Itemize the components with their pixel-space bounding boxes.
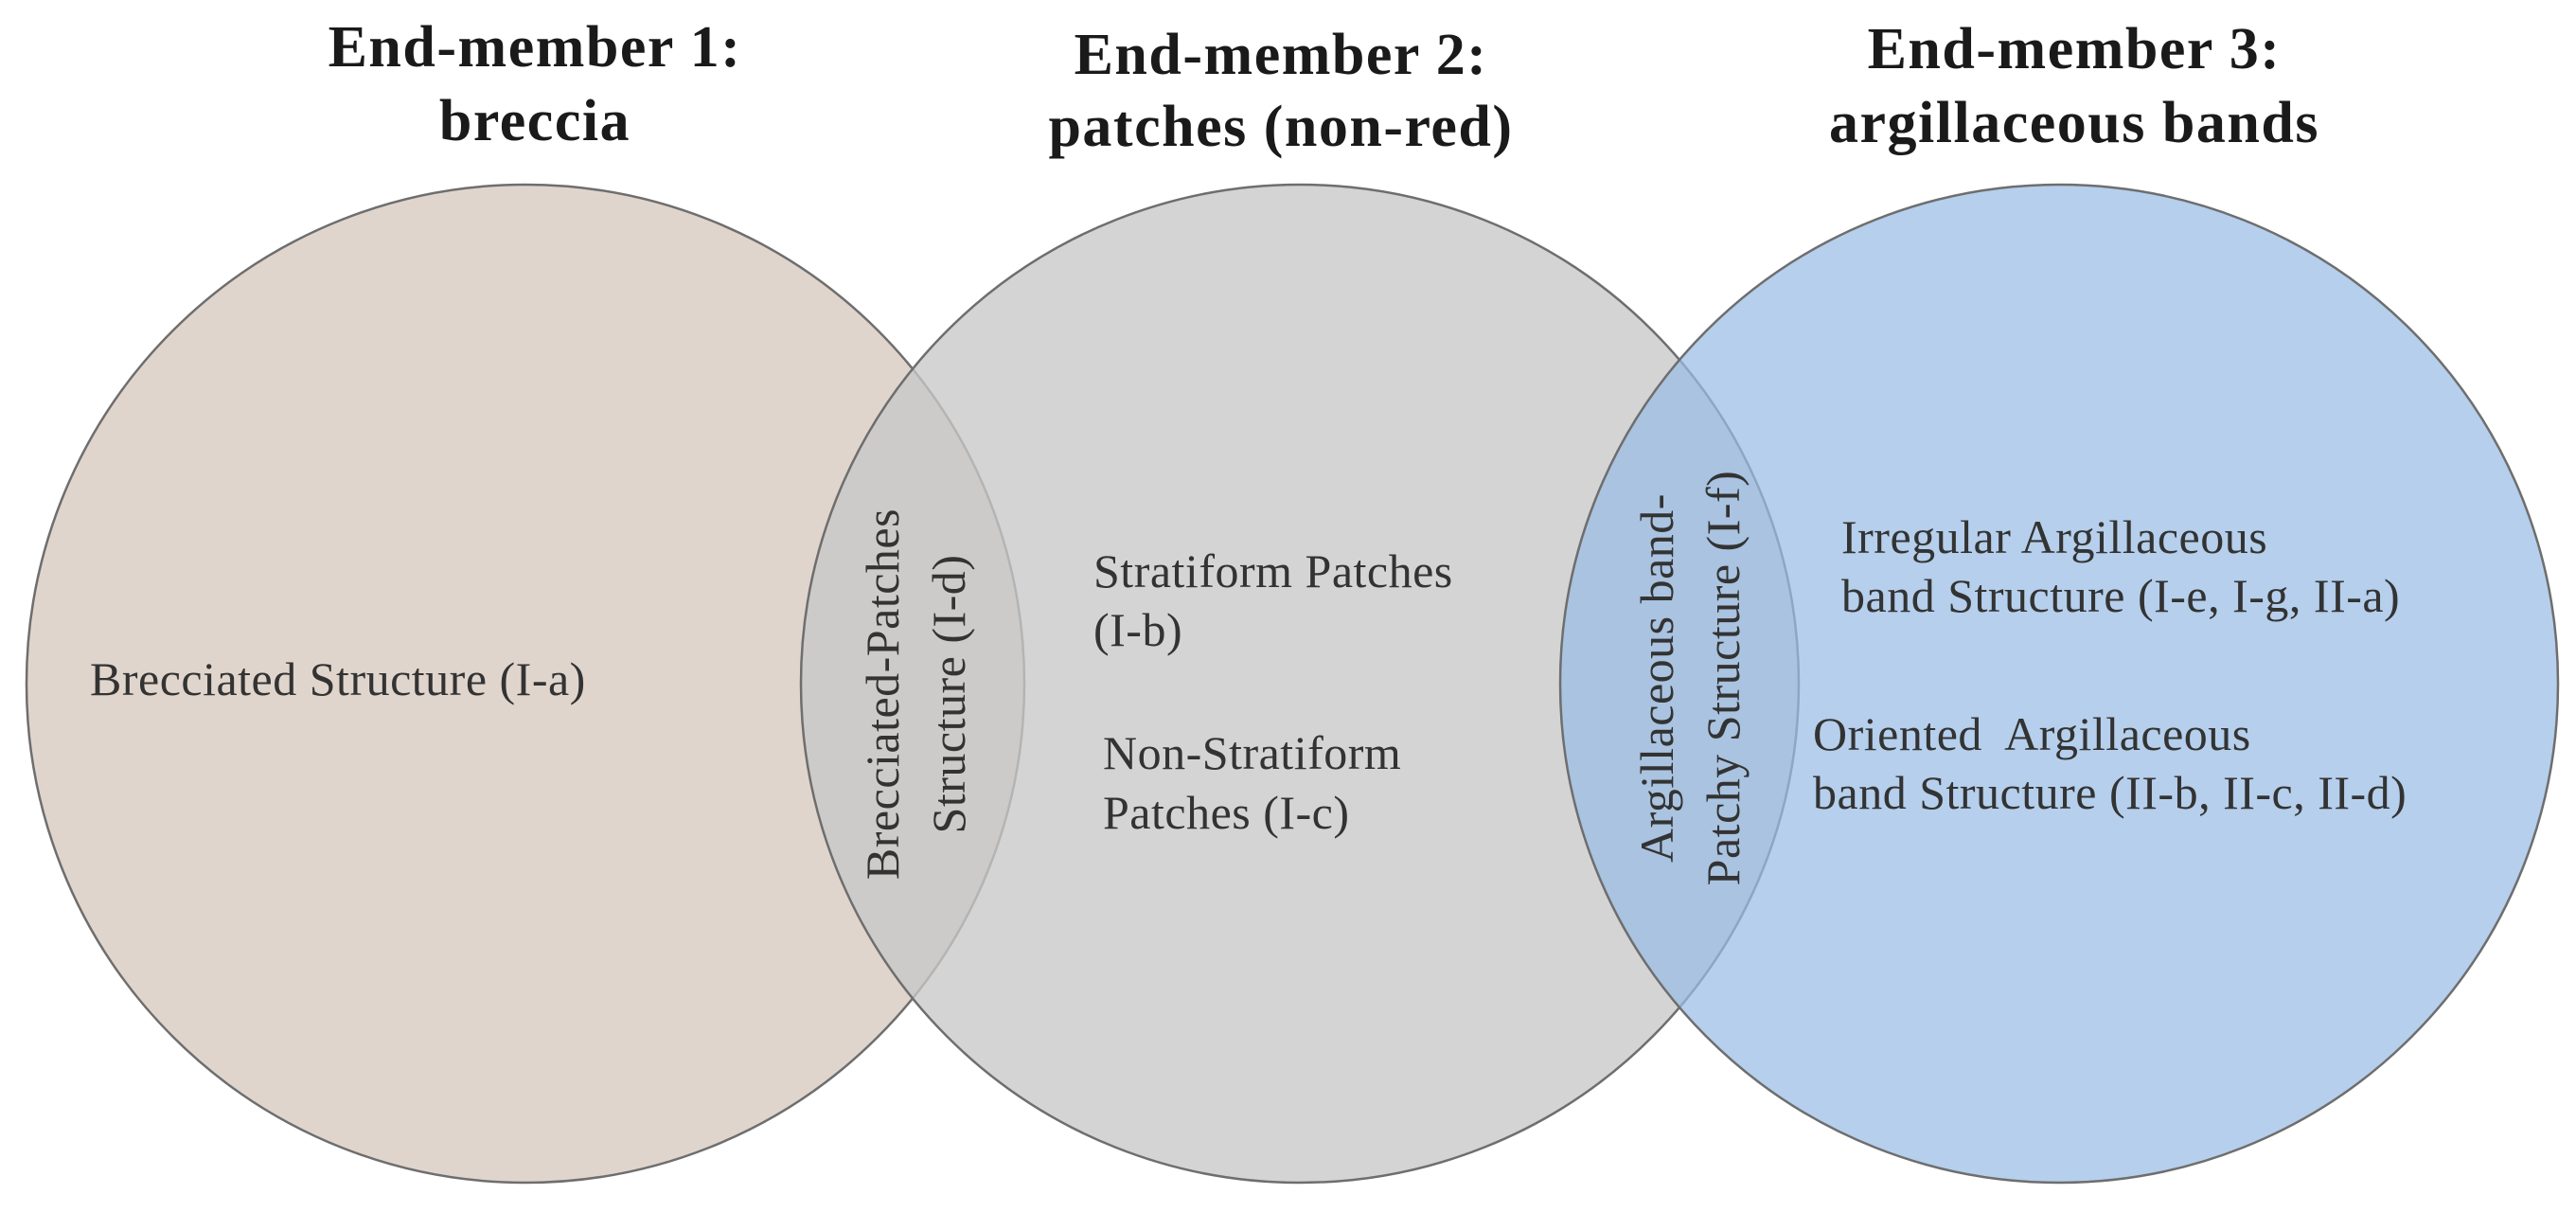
label-argillaceous-band-patchy-structure: Argillaceous band- Patchy Structure (I-f… [1630,471,1750,886]
label-stratiform-patches: Stratiform Patches (I-b) [1093,544,1453,656]
header-end-member-2: End-member 2: patches (non-red) [1048,23,1513,159]
label-non-stratiform-patches: Non-Stratiform Patches (I-c) [1103,726,1401,839]
label-argillaceous-patchy-line1: Argillaceous band- [1630,493,1683,863]
label-brecciated-structure: Brecciated Structure (I-a) [90,652,586,705]
header-em3-line1: End-member 3: [1868,17,2282,81]
label-oriented-line2: band Structure (II-b, II-c, II-d) [1813,766,2407,819]
label-non-stratiform-line2: Patches (I-c) [1103,786,1350,839]
label-irregular-argillaceous-band: Irregular Argillaceous band Structure (I… [1841,510,2400,622]
label-oriented-argillaceous-band: Oriented Argillaceous band Structure (II… [1813,707,2407,819]
header-em2-line2: patches (non-red) [1048,95,1513,159]
label-oriented-line1: Oriented Argillaceous [1813,707,2251,760]
header-end-member-3: End-member 3: argillaceous bands [1829,17,2319,155]
label-non-stratiform-line1: Non-Stratiform [1103,726,1401,779]
header-end-member-1: End-member 1: breccia [329,15,742,153]
label-argillaceous-patchy-line2: Patchy Structure (I-f) [1697,471,1750,886]
label-brecciated-patches-line2: Structure (I-d) [922,555,975,834]
label-irregular-line1: Irregular Argillaceous [1841,510,2267,563]
header-em2-line1: End-member 2: [1075,23,1488,87]
label-brecciated-patches-structure: Brecciated-Patches Structure (I-d) [856,508,975,880]
header-em3-line2: argillaceous bands [1829,91,2319,155]
header-em1-line1: End-member 1: [329,15,742,80]
label-irregular-line2: band Structure (I-e, I-g, II-a) [1841,569,2400,622]
header-em1-line2: breccia [439,89,631,153]
label-stratiform-line2: (I-b) [1093,603,1182,656]
label-brecciated-patches-line1: Brecciated-Patches [856,508,909,880]
circle-argillaceous-bands [1558,183,2560,1185]
label-stratiform-line1: Stratiform Patches [1093,544,1453,597]
